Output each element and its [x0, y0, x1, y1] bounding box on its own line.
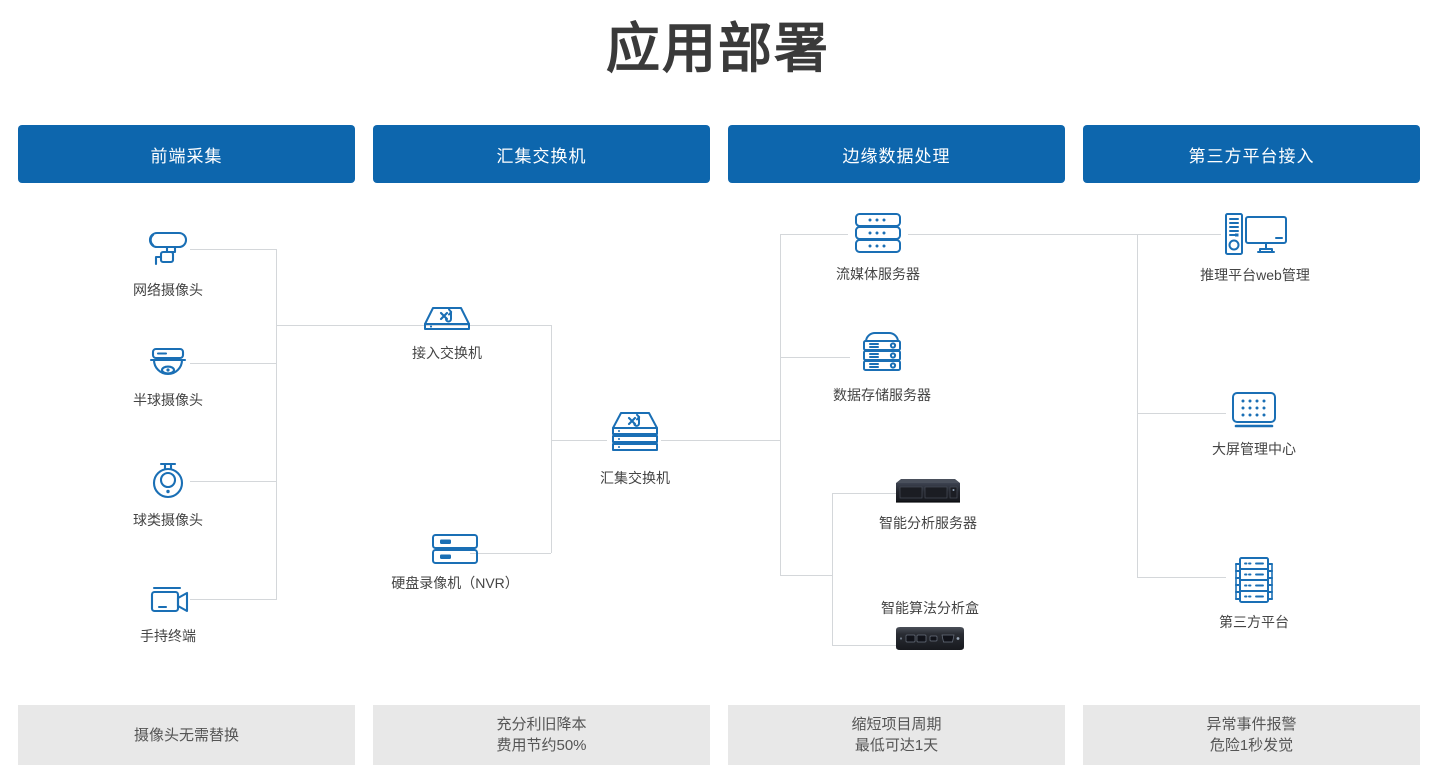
column-footer-edge-data-processing: 缩短项目周期 最低可达1天	[728, 705, 1065, 765]
connector-line	[780, 234, 848, 235]
ai-analysis-server-photo	[891, 475, 965, 507]
connector-line	[832, 493, 897, 494]
connector-line	[1137, 234, 1221, 235]
connector-line	[190, 599, 276, 600]
pc-monitor-icon	[1218, 211, 1292, 259]
connector-bus-vertical	[1137, 234, 1138, 577]
node-label: 汇集交换机	[600, 470, 670, 486]
rack-cabinet-icon	[1223, 554, 1285, 606]
nvr-icon	[424, 531, 486, 567]
handheld-camcorder-icon	[140, 582, 196, 620]
node-handheld-terminal[interactable]: 手持终端	[128, 582, 208, 646]
column-footer-aggregation-switch: 充分利旧降本 费用节约50%	[373, 705, 710, 765]
node-dome-camera[interactable]: 半球摄像头	[128, 344, 208, 410]
footer-line: 最低可达1天	[854, 737, 939, 754]
bullet-camera-icon	[140, 226, 196, 274]
page-title: 应用部署	[606, 19, 830, 79]
connector-bus-vertical	[780, 234, 781, 575]
node-label: 接入交换机	[412, 345, 482, 361]
node-label: 智能分析服务器	[879, 515, 977, 531]
column-header-aggregation-switch[interactable]: 汇集交换机	[373, 125, 710, 183]
node-ai-algorithm-box[interactable]: 智能算法分析盒	[862, 598, 998, 654]
node-label: 推理平台web管理	[1200, 267, 1310, 283]
streaming-server-icon	[848, 210, 908, 258]
node-ptz-camera[interactable]: 球类摄像头	[128, 458, 208, 530]
column-footer-front-end-capture: 摄像头无需替换	[18, 705, 355, 765]
footer-line: 缩短项目周期	[851, 716, 942, 733]
node-label: 大屏管理中心	[1212, 441, 1296, 457]
video-wall-icon	[1224, 389, 1284, 433]
footer-line: 费用节约50%	[496, 737, 587, 754]
node-label: 智能算法分析盒	[881, 600, 979, 616]
node-label: 流媒体服务器	[836, 266, 920, 282]
ptz-ball-camera-icon	[140, 458, 196, 504]
connector-line	[276, 325, 551, 326]
node-storage-server[interactable]: 数据存储服务器	[820, 327, 944, 405]
storage-server-icon	[852, 327, 912, 379]
dome-camera-icon	[140, 344, 196, 384]
connector-line	[190, 249, 276, 250]
column-footer-third-party-platform-access: 异常事件报警 危险1秒发觉	[1083, 705, 1420, 765]
column-header-front-end-capture[interactable]: 前端采集	[18, 125, 355, 183]
connector-line	[661, 440, 780, 441]
node-aggregation-switch[interactable]: 汇集交换机	[580, 410, 690, 488]
node-third-party-platform[interactable]: 第三方平台	[1203, 554, 1305, 632]
connector-line	[908, 234, 1137, 235]
connector-line	[832, 645, 897, 646]
ai-algorithm-box-photo	[890, 624, 970, 654]
connector-line	[780, 575, 832, 576]
node-label: 手持终端	[140, 628, 196, 644]
connector-line	[551, 440, 607, 441]
footer-line: 摄像头无需替换	[133, 726, 239, 744]
column-header-edge-data-processing[interactable]: 边缘数据处理	[728, 125, 1065, 183]
node-inference-platform-web[interactable]: 推理平台web管理	[1185, 211, 1325, 285]
connector-line	[780, 357, 850, 358]
node-ai-analysis-server[interactable]: 智能分析服务器	[860, 475, 996, 533]
connector-line	[190, 363, 276, 364]
connector-bus-vertical	[276, 249, 277, 600]
connector-line	[190, 481, 276, 482]
connector-line	[1137, 577, 1226, 578]
footer-line: 危险1秒发觉	[1209, 737, 1294, 754]
connector-bus-vertical	[551, 325, 552, 553]
footer-line: 充分利旧降本	[496, 716, 587, 733]
node-nvr[interactable]: 硬盘录像机（NVR）	[380, 531, 530, 593]
node-label: 第三方平台	[1219, 614, 1289, 630]
node-label: 数据存储服务器	[833, 387, 931, 403]
aggregation-switch-icon	[604, 410, 666, 462]
node-label: 球类摄像头	[133, 512, 203, 528]
column-header-third-party-platform-access[interactable]: 第三方平台接入	[1083, 125, 1420, 183]
node-label: 半球摄像头	[133, 392, 203, 408]
node-access-switch[interactable]: 接入交换机	[392, 303, 502, 363]
connector-bus-vertical	[832, 493, 833, 645]
node-large-screen-center[interactable]: 大屏管理中心	[1195, 389, 1313, 459]
node-label: 网络摄像头	[133, 282, 203, 298]
node-label: 硬盘录像机（NVR）	[391, 575, 519, 591]
node-streaming-server[interactable]: 流媒体服务器	[818, 210, 938, 284]
footer-line: 异常事件报警	[1206, 716, 1297, 733]
connector-line	[470, 325, 551, 326]
connector-line	[470, 553, 551, 554]
node-network-camera[interactable]: 网络摄像头	[128, 226, 208, 300]
connector-line	[1137, 413, 1226, 414]
access-switch-icon	[416, 303, 478, 337]
